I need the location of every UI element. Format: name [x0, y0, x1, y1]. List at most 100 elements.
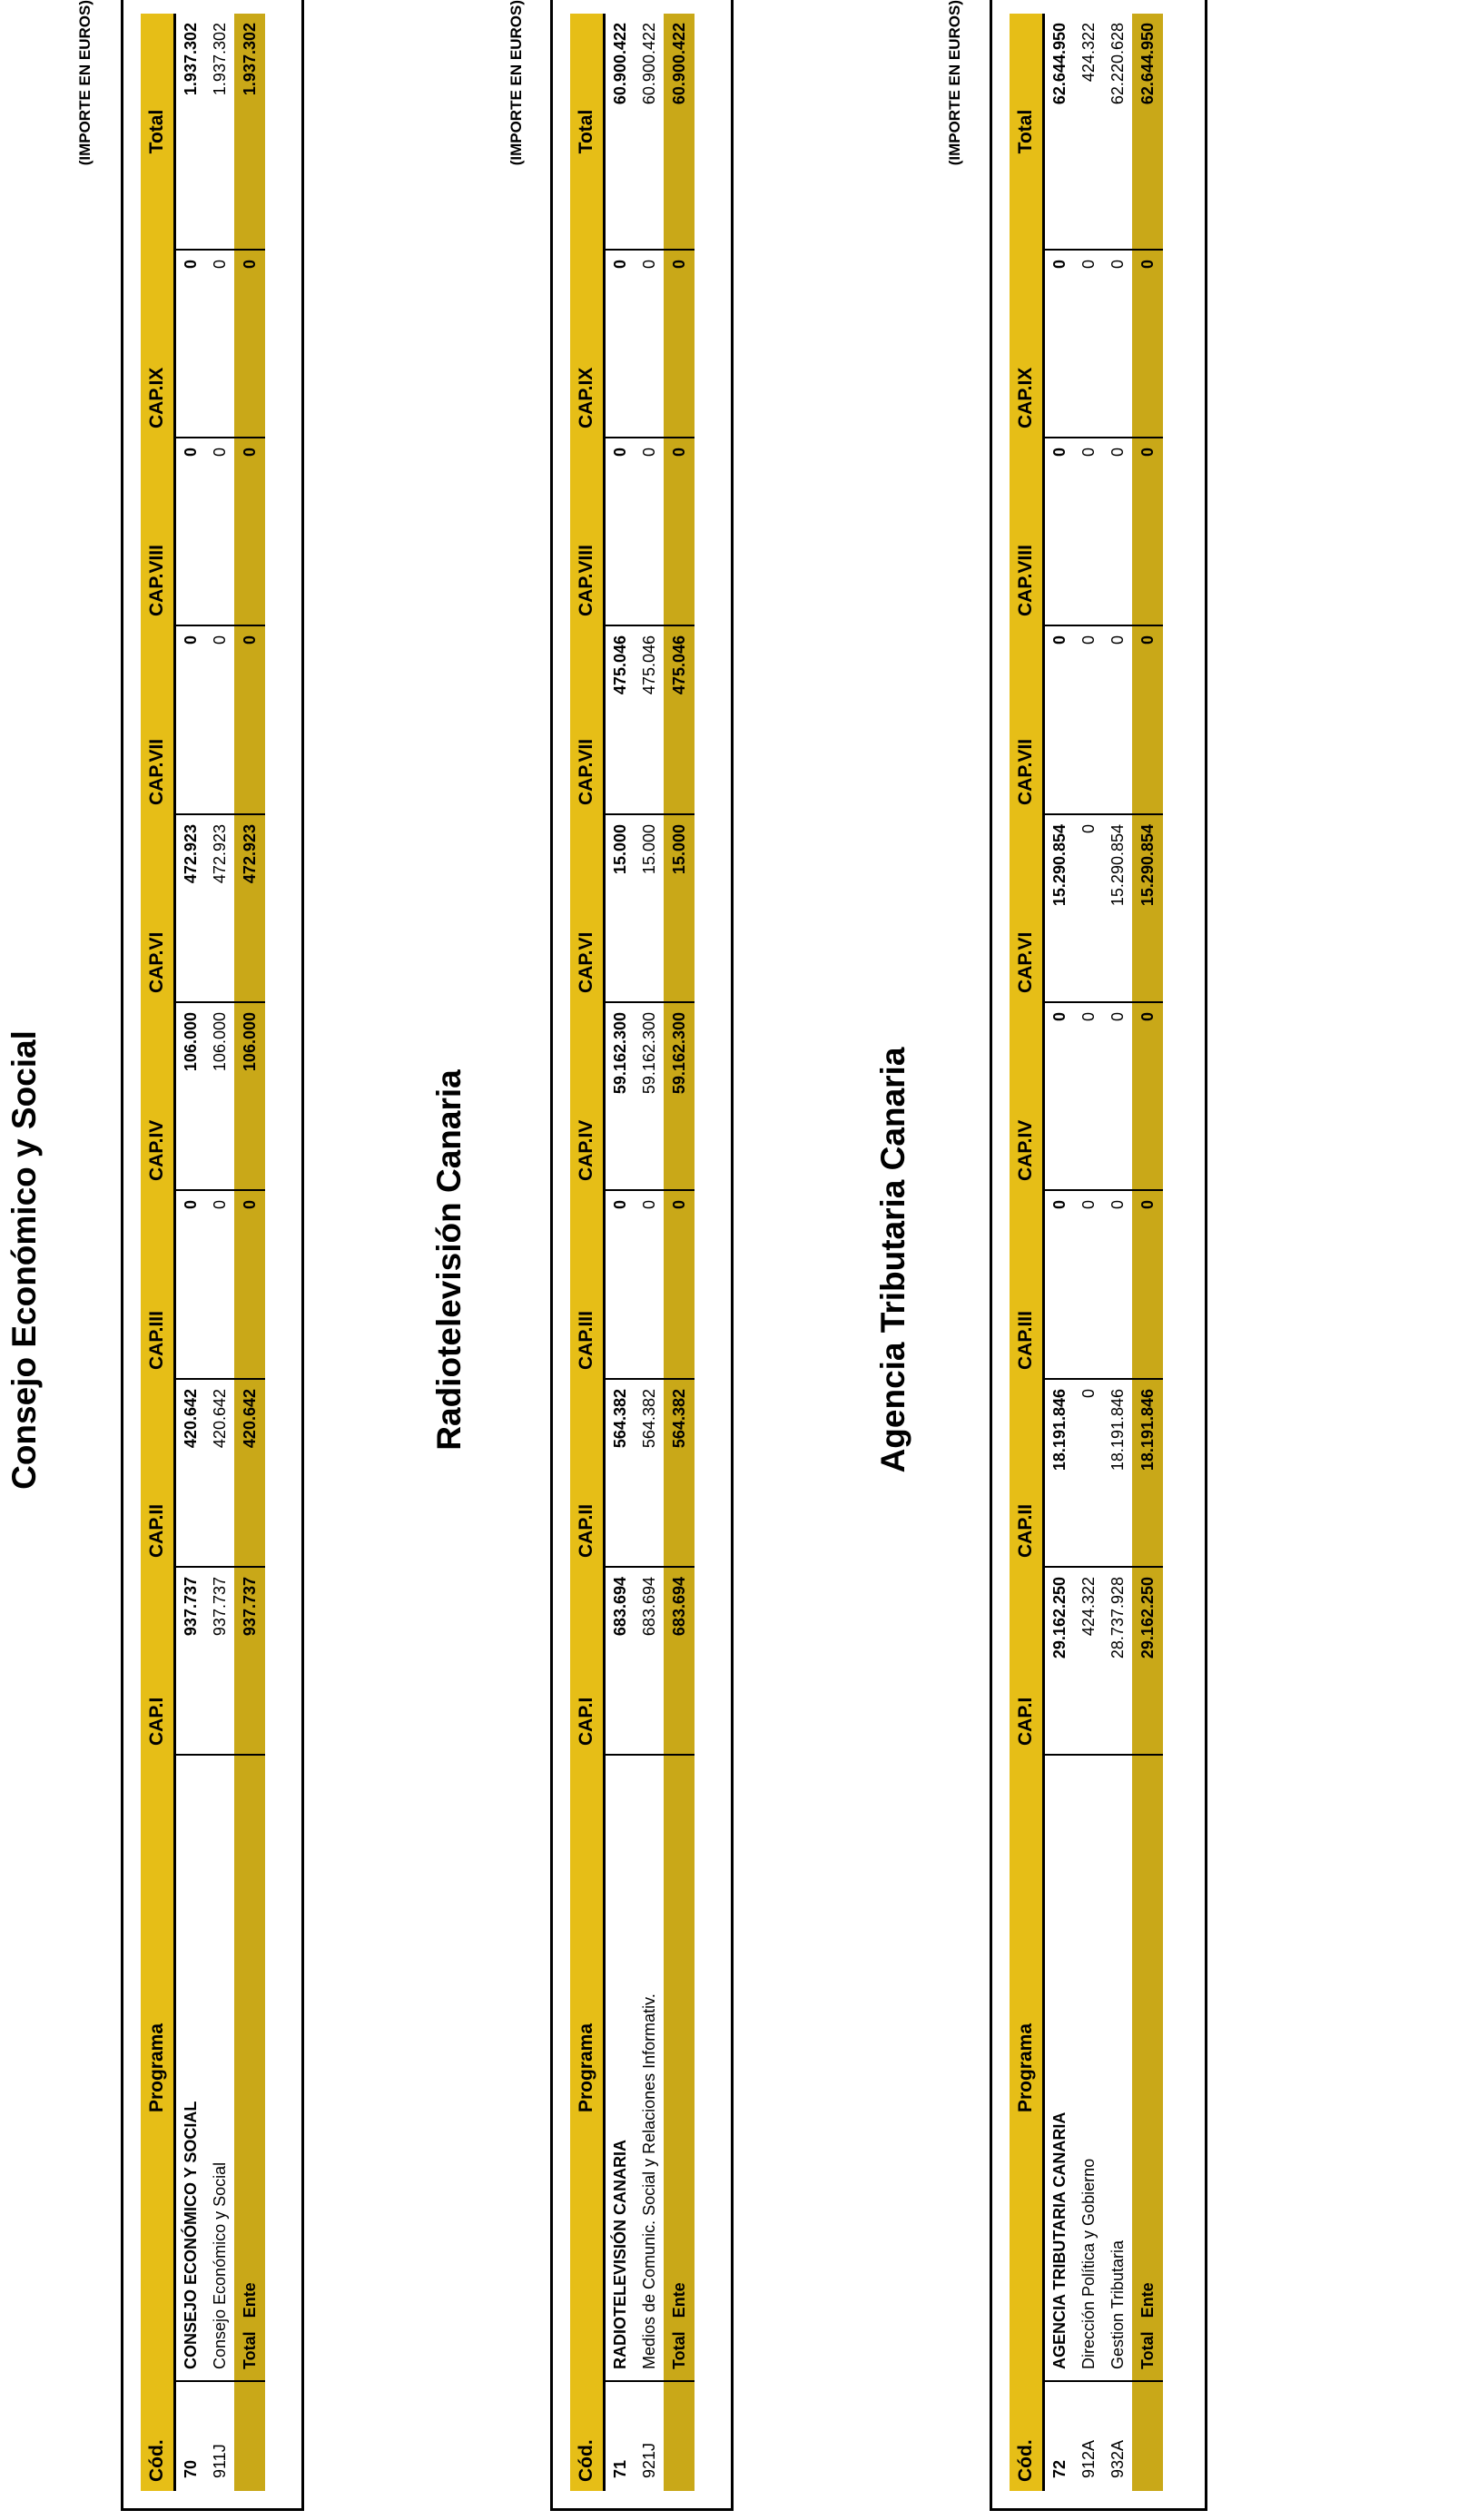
cell-cap-ii: 18.191.846 [1103, 1379, 1132, 1567]
cell-cap-iv: 0 [1103, 1002, 1132, 1190]
row-code [234, 2381, 265, 2491]
units-label: (IMPORTE EN EUROS) [76, 0, 94, 166]
budget-section-rtvc: Radiotelevisión Canaria (IMPORTE EN EURO… [430, 0, 734, 2520]
cell-cap-ix: 0 [604, 250, 635, 438]
cell-cap-iii: 0 [174, 1190, 205, 1379]
cell-cap-i: 29.162.250 [1043, 1567, 1074, 1755]
header-cap-vii: CAP.VII [141, 625, 175, 814]
header-total: Total [570, 14, 605, 250]
cell-total: 62.644.950 [1043, 14, 1074, 250]
table-row-total: Total Ente 683.694 564.382 0 59.162.300 … [664, 14, 695, 2491]
cell-cap-viii: 0 [205, 438, 234, 625]
row-code [664, 2381, 695, 2491]
total-label: Total Ente [234, 1755, 265, 2381]
cell-cap-i: 683.694 [635, 1567, 664, 1755]
budget-section-atc: Agencia Tributaria Canaria (IMPORTE EN E… [872, 0, 1207, 2520]
cell-cap-i: 937.737 [205, 1567, 234, 1755]
cell-cap-iv: 59.162.300 [604, 1002, 635, 1190]
cell-total: 424.322 [1074, 14, 1103, 250]
cell-cap-viii: 0 [1043, 438, 1074, 625]
cell-cap-i: 937.737 [174, 1567, 205, 1755]
cell-cap-vi: 15.000 [604, 814, 635, 1002]
row-code: 921J [639, 2442, 658, 2478]
cell-cap-iii: 0 [205, 1190, 234, 1379]
header-cap-iii: CAP.III [570, 1190, 605, 1379]
cell-cap-ii: 420.642 [174, 1379, 205, 1567]
cell-cap-vii: 0 [1074, 625, 1103, 814]
cell-cap-iii: 0 [1074, 1190, 1103, 1379]
cell-total: 62.220.628 [1103, 14, 1132, 250]
total-label: Total Ente [664, 1755, 695, 2381]
header-cap-i: CAP.I [570, 1567, 605, 1755]
row-code: 932A [1108, 2439, 1127, 2478]
cell-cap-ii: 420.642 [234, 1379, 265, 1567]
cell-cap-vii: 475.046 [635, 625, 664, 814]
header-cap-iii: CAP.III [1010, 1190, 1044, 1379]
cell-cap-viii: 0 [1103, 438, 1132, 625]
cell-cap-ii: 18.191.846 [1132, 1379, 1163, 1567]
cell-cap-ii: 420.642 [205, 1379, 234, 1567]
table-row-entity: 71 RADIOTELEVISIÓN CANARIA 683.694 564.3… [604, 14, 635, 2491]
cell-cap-vi: 0 [1074, 814, 1103, 1002]
cell-cap-vii: 0 [1132, 625, 1163, 814]
cell-cap-viii: 0 [174, 438, 205, 625]
cell-cap-iv: 59.162.300 [664, 1002, 695, 1190]
table-row-program: 912A Dirección Política y Gobierno 424.3… [1074, 14, 1103, 2491]
cell-cap-vi: 472.923 [234, 814, 265, 1002]
table-row-program: 921J Medios de Comunic. Social y Relacio… [635, 14, 664, 2491]
cell-cap-i: 424.322 [1074, 1567, 1103, 1755]
table-row-total: Total Ente 29.162.250 18.191.846 0 0 15.… [1132, 14, 1163, 2491]
header-cap-ii: CAP.II [141, 1379, 175, 1567]
cell-cap-iv: 106.000 [174, 1002, 205, 1190]
section-title: Agencia Tributaria Canaria [874, 1047, 911, 1473]
cell-cap-ix: 0 [635, 250, 664, 438]
budget-table: Cód. Programa CAP.I CAP.II CAP.III CAP.I… [1010, 14, 1163, 2491]
header-cap-vii: CAP.VII [1010, 625, 1044, 814]
cell-cap-iv: 0 [1043, 1002, 1074, 1190]
cell-total: 60.900.422 [635, 14, 664, 250]
cell-cap-vi: 15.000 [635, 814, 664, 1002]
cell-cap-i: 28.737.928 [1103, 1567, 1132, 1755]
cell-cap-iii: 0 [1132, 1190, 1163, 1379]
budget-table: Cód. Programa CAP.I CAP.II CAP.III CAP.I… [141, 14, 265, 2491]
cell-cap-iv: 106.000 [234, 1002, 265, 1190]
table-row-entity: 70 CONSEJO ECONÓMICO Y SOCIAL 937.737 42… [174, 14, 205, 2491]
header-cap-ii: CAP.II [1010, 1379, 1044, 1567]
row-name: RADIOTELEVISIÓN CANARIA [604, 1755, 635, 2381]
header-cod: Cód. [570, 2381, 605, 2491]
table-row-program: 911J Consejo Económico y Social 937.737 … [205, 14, 234, 2491]
cell-cap-iii: 0 [1103, 1190, 1132, 1379]
cell-cap-vii: 0 [174, 625, 205, 814]
cell-cap-ix: 0 [1103, 250, 1132, 438]
cell-cap-ii: 0 [1074, 1379, 1103, 1567]
cell-cap-iii: 0 [1043, 1190, 1074, 1379]
header-cod: Cód. [1010, 2381, 1044, 2491]
cell-cap-iii: 0 [664, 1190, 695, 1379]
total-sublabel-text: Ente [1138, 2282, 1157, 2318]
cell-cap-vi: 15.290.854 [1132, 814, 1163, 1002]
cell-total: 1.937.302 [174, 14, 205, 250]
section-title: Radiotelevisión Canaria [430, 1069, 468, 1451]
header-cap-i: CAP.I [1010, 1567, 1044, 1755]
cell-cap-i: 937.737 [234, 1567, 265, 1755]
row-name: Dirección Política y Gobierno [1074, 1755, 1103, 2381]
header-cap-ix: CAP.IX [570, 250, 605, 438]
table-header-row: Cód. Programa CAP.I CAP.II CAP.III CAP.I… [1010, 14, 1044, 2491]
cell-cap-vii: 0 [205, 625, 234, 814]
cell-cap-viii: 0 [604, 438, 635, 625]
cell-total: 1.937.302 [205, 14, 234, 250]
header-cap-iv: CAP.IV [141, 1002, 175, 1190]
cell-cap-i: 683.694 [604, 1567, 635, 1755]
header-cap-ix: CAP.IX [1010, 250, 1044, 438]
header-cap-viii: CAP.VIII [141, 438, 175, 625]
cell-cap-iv: 0 [1132, 1002, 1163, 1190]
cell-cap-iv: 106.000 [205, 1002, 234, 1190]
header-cap-iii: CAP.III [141, 1190, 175, 1379]
header-cap-viii: CAP.VIII [1010, 438, 1044, 625]
cell-cap-vii: 0 [1103, 625, 1132, 814]
header-cap-ix: CAP.IX [141, 250, 175, 438]
cell-cap-viii: 0 [234, 438, 265, 625]
header-cap-vi: CAP.VI [570, 814, 605, 1002]
header-programa: Programa [1010, 1755, 1044, 2381]
units-label: (IMPORTE EN EUROS) [946, 0, 963, 166]
